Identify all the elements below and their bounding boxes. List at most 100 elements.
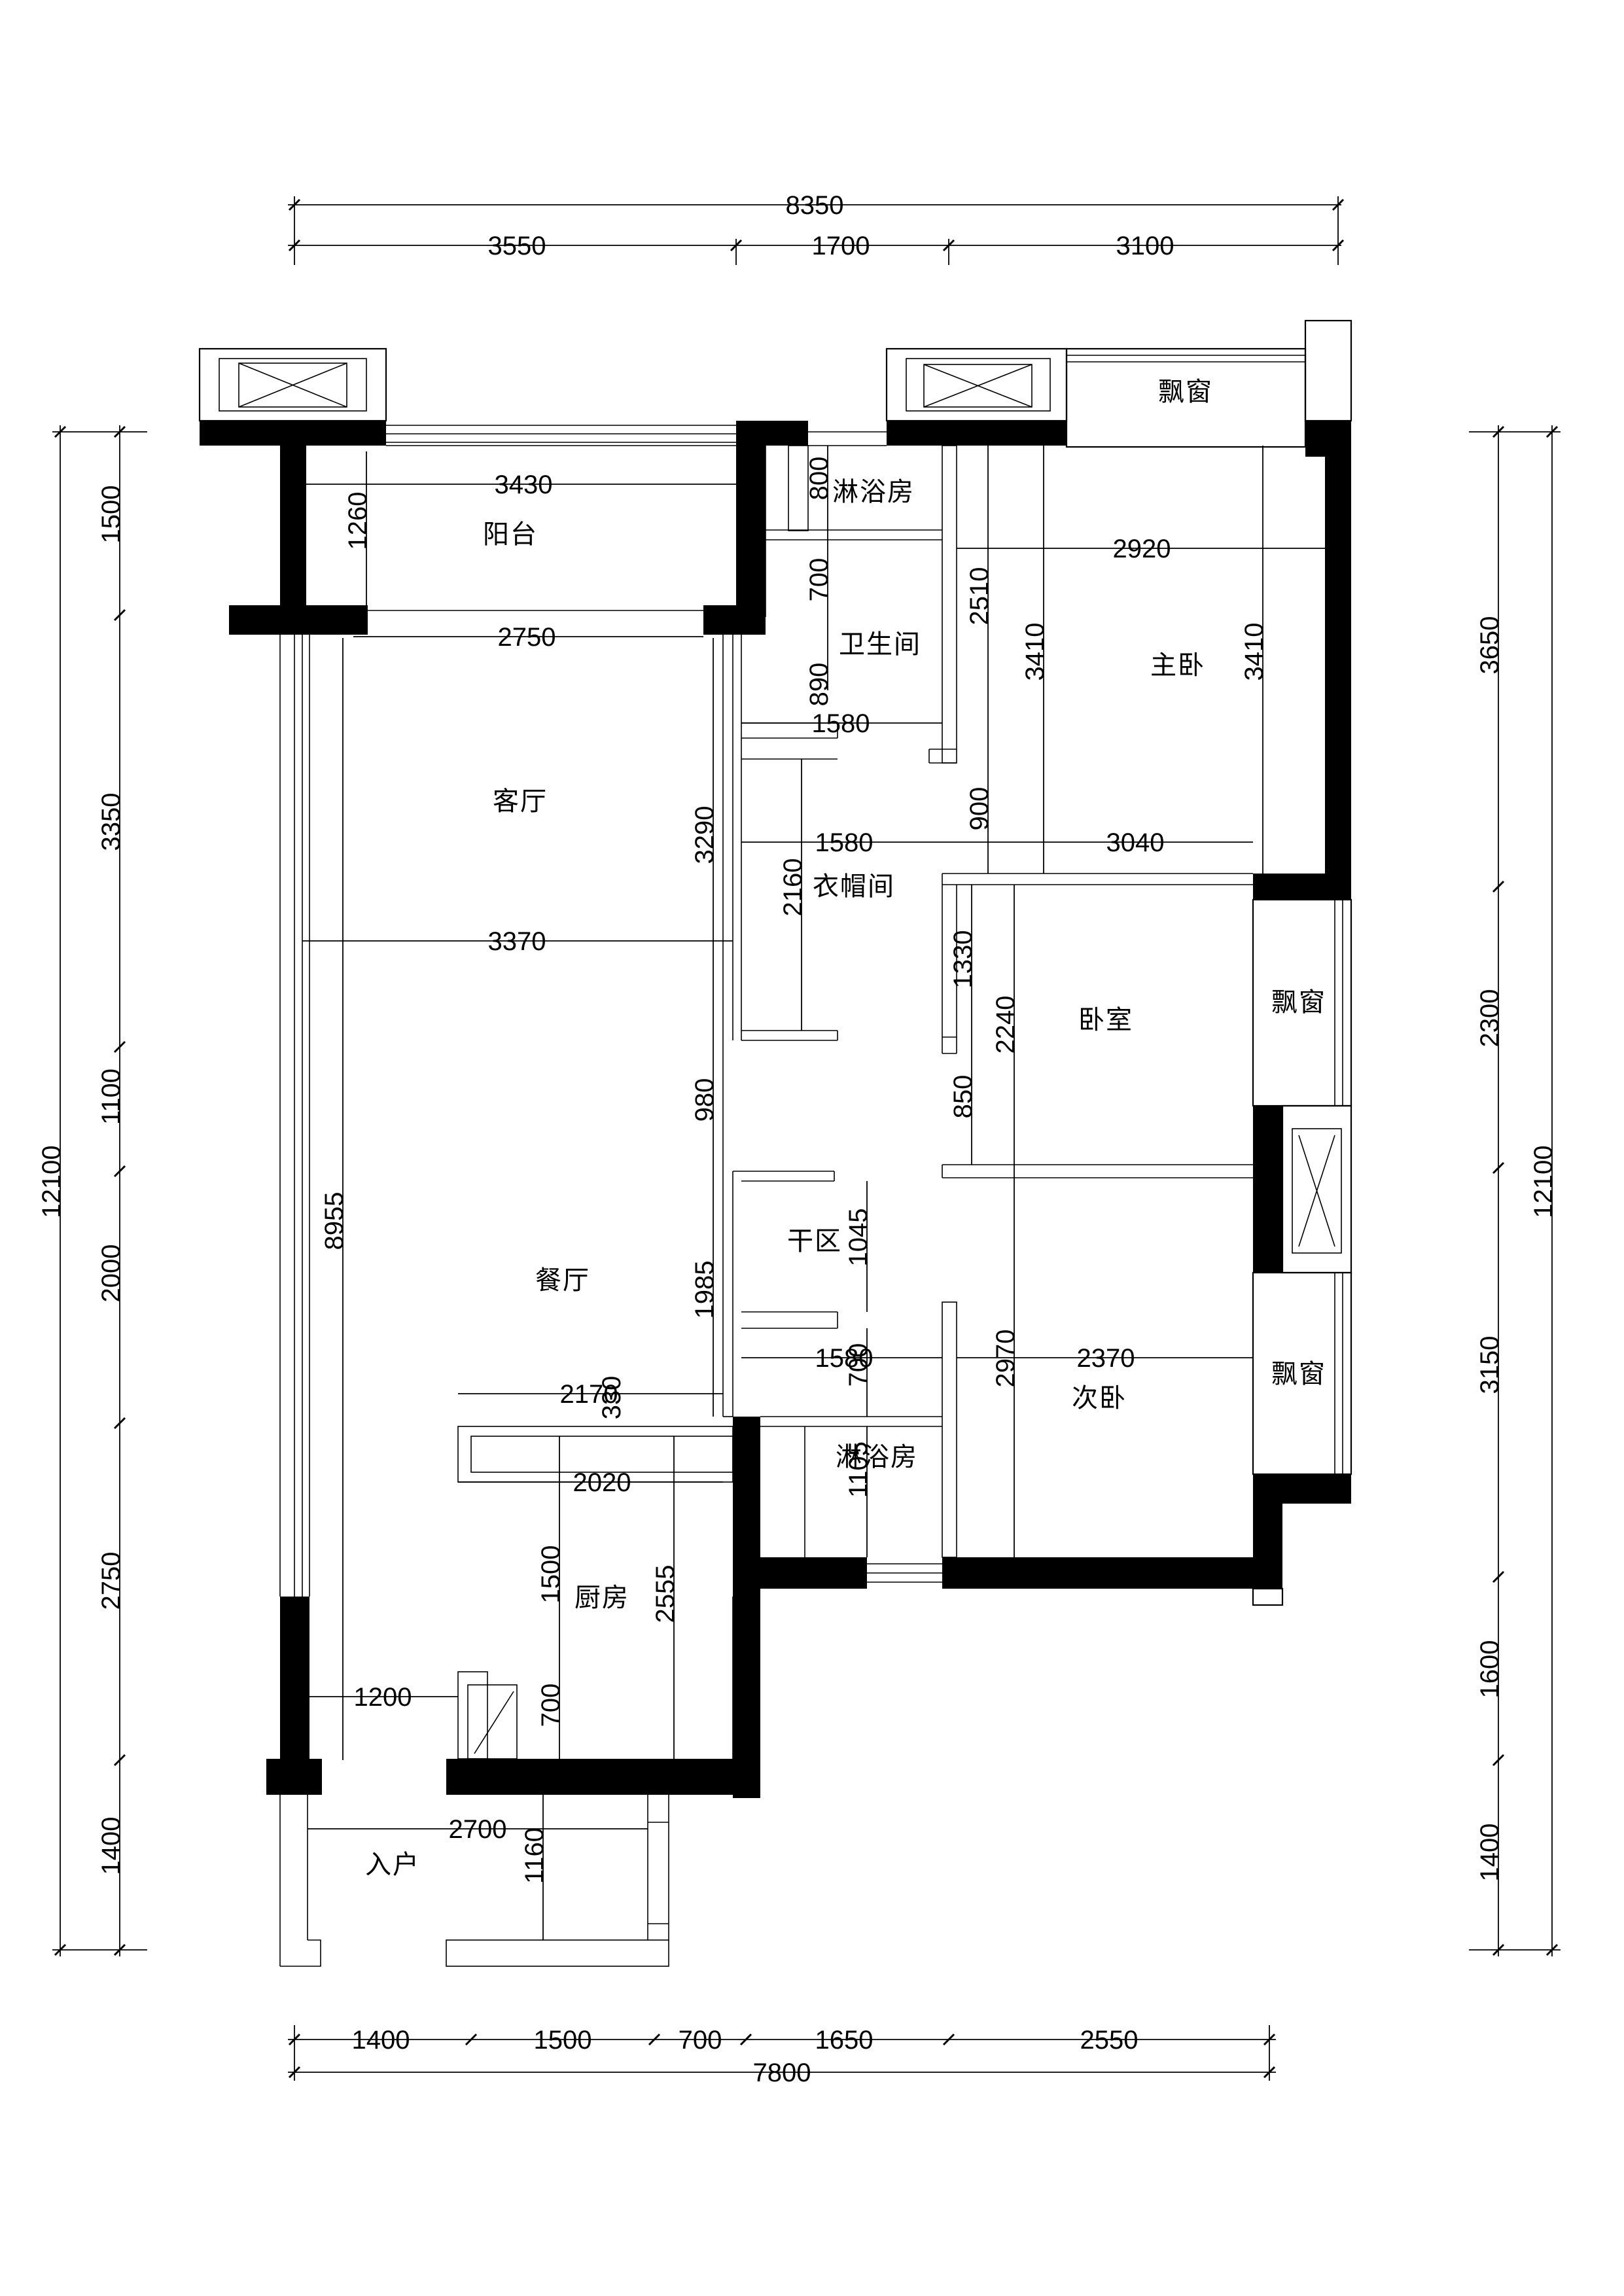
dimension-tick [113,1754,126,1767]
dim-label: 3150 [1475,1336,1504,1394]
partition [788,445,809,531]
wall [1325,421,1351,895]
dimension-tick [1492,1161,1505,1174]
dim-label: 1580 [812,709,870,738]
wall [266,1759,322,1795]
bay-window [1252,1271,1352,1475]
dim-label: 1260 [344,492,372,550]
room-label-dry-area: 干区 [787,1226,842,1256]
dimension-tick [1263,2066,1276,2079]
ac-cross [238,362,347,408]
entry-wall [446,1939,669,1967]
dim-label: 2550 [1080,2026,1139,2055]
wall [736,421,766,617]
dimension-tick [288,2066,301,2079]
dim-label: 2750 [97,1552,126,1610]
dim-label: 1200 [354,1683,412,1712]
room-label-cloakroom: 衣帽间 [813,872,895,902]
dimension-tick [465,2033,478,2046]
dim-label: 1045 [844,1209,873,1267]
dim-label: 3430 [495,470,553,499]
ac-unit [238,362,347,408]
column [1252,1587,1284,1606]
room-label-bedroom: 卧室 [1078,1005,1133,1035]
dim-label: 900 [965,787,994,831]
entry-wall [280,1939,321,1967]
dim-label: 1600 [1475,1640,1504,1699]
dim-label: 1400 [352,2026,410,2055]
dimension-tick [54,1943,67,1956]
dim-label: 1330 [949,930,978,989]
wall [733,1417,760,1589]
dim-label: 3550 [488,232,546,260]
dim-label: 2240 [991,996,1020,1054]
room-label-shower-top: 淋浴房 [832,477,915,507]
room-label-kitchen: 厨房 [574,1583,629,1613]
dimension-tick [113,609,126,622]
partition [942,445,957,764]
dim-label: 3370 [488,927,546,956]
dim-label: 2920 [1113,535,1171,563]
dim-label: 700 [805,558,834,602]
dim-label: 2370 [1077,1344,1135,1373]
wall [703,605,766,635]
dimension-tick [113,425,126,438]
dim-label: 2160 [779,858,807,917]
dimension-tick [1492,1754,1505,1767]
wall [942,1557,1282,1589]
ac-unit [1292,1128,1342,1254]
room-label-bathroom: 卫生间 [839,629,921,660]
dim-label: 1400 [97,1817,126,1875]
room-labels: 阳台 客厅 餐厅 厨房 入户 淋浴房 卫生间 衣帽间 干区 淋浴房 主卧 卧室 … [365,377,1326,1880]
room-label-bay-window-mid: 飘窗 [1271,987,1326,1017]
dimension-tick [1332,239,1345,252]
wall [280,1597,309,1773]
dimension-tick [739,2033,752,2046]
dimension-tick [288,2033,301,2046]
dim-label: 7800 [753,2058,811,2087]
dim-label: 1400 [1475,1824,1504,1882]
dim-label: 1580 [815,828,874,857]
wall [446,1759,760,1795]
dimension-tick [942,239,955,252]
column [1304,319,1352,422]
wall [1253,1106,1282,1273]
dim-label: 3290 [690,806,719,864]
room-label-entry: 入户 [365,1850,420,1880]
dimension-tick [113,1040,126,1053]
ac-cross [923,364,1033,408]
dim-label: 12100 [1529,1145,1558,1218]
dim-label: 3410 [1021,623,1050,681]
dimension-tick [288,198,301,211]
dim-label: 1700 [812,232,870,260]
dim-label: 2170 [560,1380,618,1409]
dim-label: 2510 [965,567,994,626]
ac-unit [923,364,1033,408]
dim-label: 800 [805,457,834,501]
outlines [198,319,1352,1967]
dim-label: 2970 [991,1330,1020,1388]
dim-label: 330 [597,1376,626,1420]
dimension-tick [1545,1943,1559,1956]
dim-label: 3650 [1475,616,1504,675]
dimension-tick [113,1165,126,1178]
appliance [467,1684,518,1759]
dim-label: 2000 [97,1245,126,1303]
dim-label: 2020 [573,1468,631,1497]
ac-unit [906,358,1051,412]
wall [280,421,306,610]
wall [887,421,1067,446]
dim-label: 700 [844,1343,873,1387]
wall [229,605,368,635]
dimension-tick [1492,1570,1505,1583]
dimension-tick [942,2033,955,2046]
ac-unit [219,358,367,412]
ac-cross [1298,1135,1335,1247]
dimension-tick [730,239,743,252]
dim-label: 1985 [690,1261,719,1319]
dim-label: 8955 [320,1192,349,1250]
dim-label: 3100 [1116,232,1174,260]
dim-label: 1580 [815,1344,874,1373]
room-label-bay-window-low: 飘窗 [1271,1359,1326,1389]
